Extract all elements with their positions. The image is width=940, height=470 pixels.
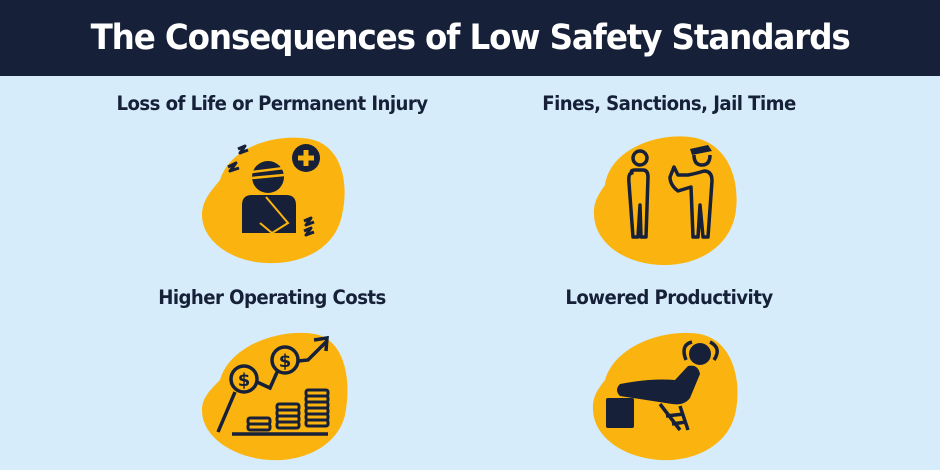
svg-text:$: $ bbox=[238, 370, 251, 391]
item-title-operating-costs: Higher Operating Costs bbox=[158, 286, 386, 309]
relaxing-person-icon bbox=[580, 320, 750, 470]
item-title-loss-of-life: Loss of Life or Permanent Injury bbox=[116, 92, 428, 115]
police-officer-citation-icon bbox=[580, 125, 750, 275]
item-title-fines-sanctions: Fines, Sanctions, Jail Time bbox=[542, 92, 796, 115]
item-title-lowered-productivity: Lowered Productivity bbox=[565, 286, 773, 309]
rising-costs-icon: $ $ bbox=[190, 320, 360, 470]
injured-person-icon bbox=[190, 125, 360, 275]
header-banner: The Consequences of Low Safety Standards bbox=[0, 0, 940, 76]
page-title: The Consequences of Low Safety Standards bbox=[90, 18, 850, 58]
svg-text:$: $ bbox=[279, 351, 292, 372]
